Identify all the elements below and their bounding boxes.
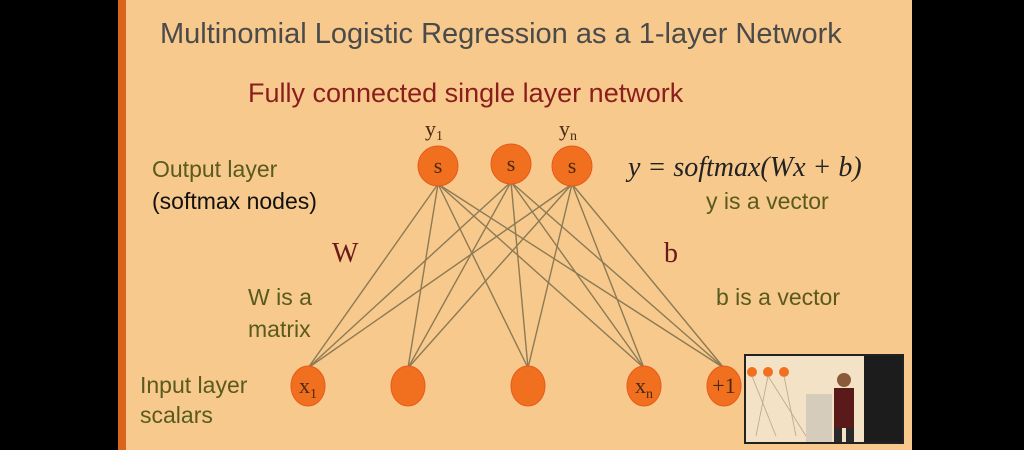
bias-desc: b is a vector <box>716 284 840 310</box>
output-label: y1 <box>425 116 443 144</box>
connection-edge <box>307 183 573 369</box>
connection-edge <box>527 183 573 369</box>
connection-edge <box>510 181 725 369</box>
input-node-label: +1 <box>712 373 735 398</box>
output-node <box>490 143 532 185</box>
connection-edge <box>510 181 529 369</box>
softmax-formula: y = softmax(Wx + b) <box>628 152 862 183</box>
input-layer-sublabel: scalars <box>140 402 213 428</box>
output-layer-label: Output layer <box>152 156 278 182</box>
connection-edge <box>307 183 439 369</box>
output-node-label: s <box>568 153 577 178</box>
connection-edge <box>407 183 573 369</box>
input-node <box>626 365 662 407</box>
slide-subtitle: Fully connected single layer network <box>248 78 684 108</box>
connection-edge <box>571 183 725 369</box>
input-node <box>290 365 326 407</box>
output-layer-sublabel: (softmax nodes) <box>152 188 317 214</box>
formula-note: y is a vector <box>706 188 829 214</box>
weights-symbol: W <box>332 238 359 269</box>
input-node <box>510 365 546 407</box>
connection-edge <box>510 181 645 369</box>
input-node <box>706 365 742 407</box>
weights-desc-line2: matrix <box>248 316 311 342</box>
slide-title: Multinomial Logistic Regression as a 1-l… <box>160 18 842 50</box>
connection-edge <box>437 183 725 369</box>
output-node-label: s <box>507 151 516 176</box>
connection-edge <box>307 181 512 369</box>
connection-edge <box>571 183 645 369</box>
output-node-label: s <box>434 153 443 178</box>
connection-edge <box>407 183 439 369</box>
connection-edge <box>437 183 529 369</box>
input-node <box>390 365 426 407</box>
presenter-video-thumbnail <box>744 354 904 444</box>
bias-symbol: b <box>664 238 678 269</box>
connection-edge <box>407 181 512 369</box>
slide-accent-bar <box>118 0 126 450</box>
output-label: yn <box>559 116 577 144</box>
output-node <box>551 145 593 187</box>
output-node <box>417 145 459 187</box>
connection-edge <box>437 183 645 369</box>
weights-desc-line1: W is a <box>248 284 312 310</box>
input-layer-label: Input layer <box>140 372 248 398</box>
